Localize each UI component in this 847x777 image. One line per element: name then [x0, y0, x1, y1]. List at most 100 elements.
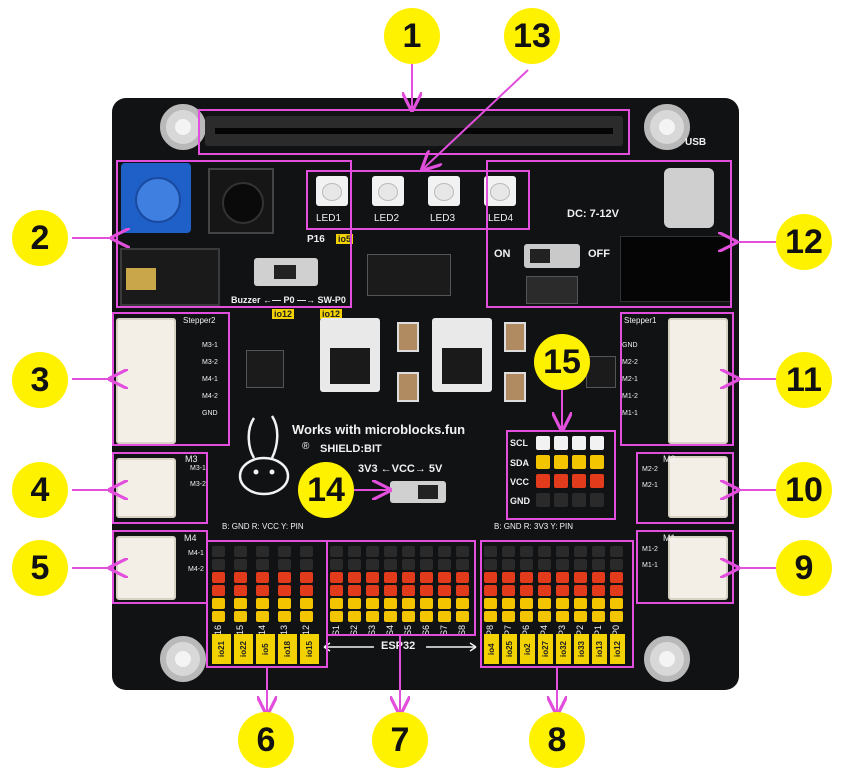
- io5-tag: io5: [336, 234, 354, 244]
- header-pin: [366, 598, 379, 609]
- on-label: ON: [494, 248, 511, 260]
- header-pin-column: S7: [438, 546, 451, 636]
- header-pin: [502, 559, 515, 570]
- header-pin: [538, 585, 551, 596]
- audio-jack: [120, 248, 220, 306]
- header-pin: [574, 546, 587, 557]
- connector-pin-label: M2-2: [642, 466, 658, 473]
- vcc-switch[interactable]: [390, 481, 446, 503]
- header-pin: [502, 598, 515, 609]
- i2c-pin: [572, 493, 586, 507]
- header-pin-column: P7: [502, 546, 515, 636]
- header-pin: [402, 585, 415, 596]
- header-pin: [384, 611, 397, 622]
- header-pin: [484, 572, 497, 583]
- connector-pin-label: M3-2: [202, 359, 218, 366]
- header-pin: [278, 598, 291, 609]
- header-pin: [538, 611, 551, 622]
- i2c-pin: [590, 436, 604, 450]
- header-pin: [234, 611, 247, 622]
- header-pin: [456, 546, 469, 557]
- header-pin: [278, 611, 291, 622]
- header-pin: [256, 559, 269, 570]
- callout-15: 15: [534, 334, 590, 390]
- rabbit-logo: [238, 415, 290, 496]
- header-pin: [520, 585, 533, 596]
- header-pin-column: S3: [366, 546, 379, 636]
- works-with-text: Works with microblocks.fun: [292, 422, 466, 437]
- led-1: [316, 176, 348, 206]
- callout-5: 5: [12, 540, 68, 596]
- vcc-switch-label: 3V3 ←VCC→ 5V: [358, 463, 443, 475]
- header-pin: [556, 598, 569, 609]
- header-pin: [234, 585, 247, 596]
- capacitor-2: [397, 372, 419, 402]
- buzzer-switch[interactable]: [254, 258, 318, 286]
- capacitor-4: [504, 372, 526, 402]
- power-switch[interactable]: [524, 244, 580, 268]
- header-pin: [330, 572, 343, 583]
- header-pin: [212, 546, 225, 557]
- header-pin: [438, 611, 451, 622]
- i2c-pin: [536, 455, 550, 469]
- connector-pin-label: M4-2: [188, 566, 204, 573]
- header-pin-column: P6: [520, 546, 533, 636]
- header-pin: [520, 598, 533, 609]
- header-pin: [574, 585, 587, 596]
- header-pin: [538, 546, 551, 557]
- header-pin: [300, 598, 313, 609]
- capacitor-3: [504, 322, 526, 352]
- i2c-pin: [554, 493, 568, 507]
- registered-mark: ®: [302, 441, 310, 452]
- regulator-left: [320, 318, 380, 392]
- header-pin: [234, 598, 247, 609]
- header-pin: [484, 585, 497, 596]
- box-right-header: [480, 540, 634, 668]
- p16-label: P16: [307, 234, 325, 245]
- header-pin: [348, 559, 361, 570]
- i2c-pin: [590, 474, 604, 488]
- header-pin: [592, 559, 605, 570]
- header-pin: [502, 585, 515, 596]
- potentiometer[interactable]: [121, 163, 191, 233]
- callout-3: 3: [12, 352, 68, 408]
- box-leds: [306, 170, 530, 230]
- off-label: OFF: [588, 248, 610, 260]
- header-pin: [278, 559, 291, 570]
- header-pin-column: P14: [256, 546, 269, 641]
- power-ic: [526, 276, 578, 304]
- header-pin: [234, 559, 247, 570]
- connector-pin-label: M1-1: [642, 562, 658, 569]
- edge-connector-slot: [205, 116, 623, 146]
- vcc-label: VCC: [510, 477, 530, 487]
- header-pin-column: P8: [484, 546, 497, 636]
- header-pin: [592, 572, 605, 583]
- shield-bit-text: SHIELD:BIT: [320, 443, 382, 455]
- header-pin-column: S1: [330, 546, 343, 636]
- header-pin: [366, 585, 379, 596]
- header-pin: [420, 598, 433, 609]
- header-pin: [592, 611, 605, 622]
- esp32-label: ESP32: [381, 640, 416, 652]
- header-pin: [300, 546, 313, 557]
- callout-2: 2: [12, 210, 68, 266]
- header-pin: [366, 572, 379, 583]
- header-pin: [610, 611, 623, 622]
- header-pin-column: S2: [348, 546, 361, 636]
- connector-pin-label: GND: [622, 342, 638, 349]
- header-pin: [348, 598, 361, 609]
- m2-label: M2: [663, 454, 676, 464]
- header-pin: [538, 572, 551, 583]
- header-pin: [420, 546, 433, 557]
- header-pin: [484, 611, 497, 622]
- callout-6: 6: [238, 712, 294, 768]
- header-pin: [574, 611, 587, 622]
- header-pin: [538, 598, 551, 609]
- header-pin: [234, 546, 247, 557]
- connector-pin-label: GND: [202, 410, 218, 417]
- header-pin: [484, 546, 497, 557]
- header-pin: [384, 559, 397, 570]
- header-pin: [502, 611, 515, 622]
- led-4: [484, 176, 516, 206]
